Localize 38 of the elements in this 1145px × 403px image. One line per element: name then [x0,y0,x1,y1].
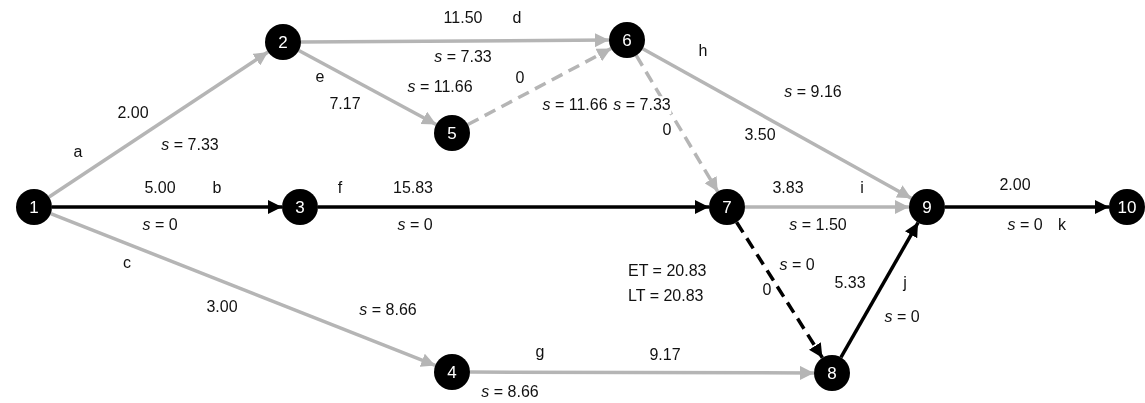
event-number: 5 [447,124,457,142]
arrow [301,33,609,48]
arrow [634,54,720,193]
event-number: 6 [622,31,632,49]
arrow [50,212,436,367]
event-circle [909,189,945,225]
arrow [48,50,269,199]
event-circle [709,189,745,225]
arrow [945,200,1109,214]
arrow [839,221,920,359]
event-number: 1 [29,198,39,216]
arrow [298,49,437,126]
arrow [52,200,282,214]
event-circle [265,24,301,60]
event-number: 8 [827,364,837,382]
arrow [641,47,913,200]
arrow [745,200,909,214]
arrow [318,200,709,214]
event-time-label: LT = 20.83 [628,287,704,305]
edge-annotation: j [902,274,908,292]
event-number: 3 [295,198,305,216]
event-number: 10 [1117,198,1137,216]
event-number: 9 [922,198,932,216]
event-circle [434,354,470,390]
event-circle [814,355,850,391]
event-number: 4 [447,363,457,381]
arrow [467,46,612,127]
event-circle [434,115,470,151]
event-circle [1109,189,1145,225]
event-time-label: ET = 20.83 [628,262,707,280]
arrow [735,221,824,359]
arrow [470,365,814,380]
event-circle [16,189,52,225]
event-number: 2 [278,33,288,51]
event-circle [609,22,645,58]
edge-annotation: s = 7.33 [612,96,672,114]
event-number: 7 [722,198,732,216]
event-circle [282,189,318,225]
